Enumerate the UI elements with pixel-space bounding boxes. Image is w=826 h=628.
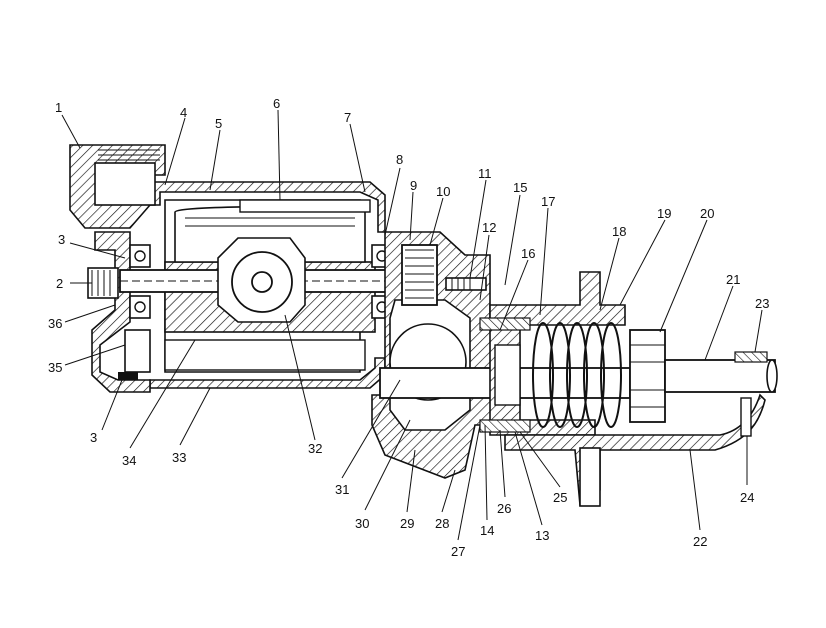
label-22: 22 bbox=[693, 534, 707, 549]
label-5: 5 bbox=[215, 116, 222, 131]
label-26: 26 bbox=[497, 501, 511, 516]
label-4: 4 bbox=[180, 105, 187, 120]
bearings bbox=[129, 244, 393, 319]
label-28: 28 bbox=[435, 516, 449, 531]
inlet-fitting bbox=[69, 144, 166, 229]
label-15: 15 bbox=[513, 180, 527, 195]
drive-gear bbox=[401, 244, 438, 306]
label-27: 27 bbox=[451, 544, 465, 559]
label-31: 31 bbox=[335, 482, 349, 497]
inner-sleeve bbox=[479, 317, 531, 433]
label-13: 13 bbox=[535, 528, 549, 543]
part-labels: 1 2 3 3 4 5 6 7 8 9 10 11 12 13 14 15 16… bbox=[48, 96, 769, 559]
drain-screw bbox=[740, 397, 752, 437]
label-25: 25 bbox=[553, 490, 567, 505]
label-3-lower: 3 bbox=[90, 430, 97, 445]
label-34: 34 bbox=[122, 453, 136, 468]
outlet-hex-nut bbox=[629, 329, 666, 423]
label-29: 29 bbox=[400, 516, 414, 531]
label-23: 23 bbox=[755, 296, 769, 311]
label-10: 10 bbox=[436, 184, 450, 199]
label-36: 36 bbox=[48, 316, 62, 331]
label-9: 9 bbox=[410, 178, 417, 193]
label-20: 20 bbox=[700, 206, 714, 221]
center-hex-nut bbox=[217, 237, 306, 323]
label-2: 2 bbox=[56, 276, 63, 291]
label-19: 19 bbox=[657, 206, 671, 221]
label-8: 8 bbox=[396, 152, 403, 167]
label-21: 21 bbox=[726, 272, 740, 287]
outlet-tube bbox=[664, 351, 778, 393]
label-35: 35 bbox=[48, 360, 62, 375]
label-30: 30 bbox=[355, 516, 369, 531]
label-3-upper: 3 bbox=[58, 232, 65, 247]
label-18: 18 bbox=[612, 224, 626, 239]
label-1: 1 bbox=[55, 100, 62, 115]
label-6: 6 bbox=[273, 96, 280, 111]
label-16: 16 bbox=[521, 246, 535, 261]
label-7: 7 bbox=[344, 110, 351, 125]
label-24: 24 bbox=[740, 490, 754, 505]
label-11: 11 bbox=[478, 166, 492, 181]
label-17: 17 bbox=[541, 194, 555, 209]
clutch-housing bbox=[489, 271, 766, 507]
clutch-spring bbox=[532, 322, 622, 428]
label-32: 32 bbox=[308, 441, 322, 456]
label-33: 33 bbox=[172, 450, 186, 465]
leader-lines bbox=[61, 109, 763, 541]
label-14: 14 bbox=[480, 523, 494, 538]
label-12: 12 bbox=[482, 220, 496, 235]
set-screw bbox=[445, 277, 487, 291]
